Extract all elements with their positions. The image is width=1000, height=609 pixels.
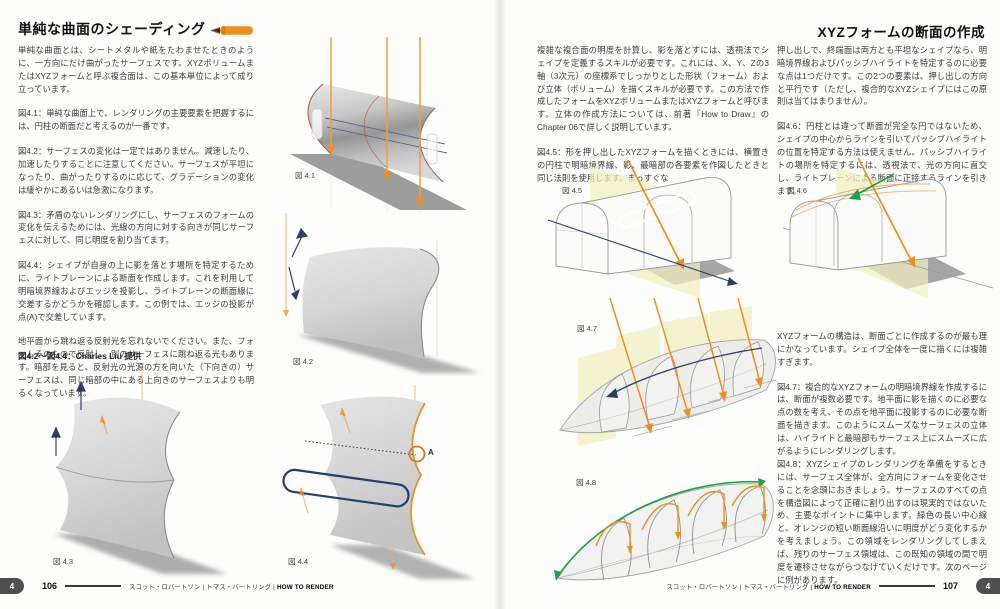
curved-sheet: [308, 84, 443, 182]
surface-direction-arrows: [51, 380, 86, 456]
light-ray-arrow: [857, 158, 913, 263]
figure-4-1-label: 図 4.1: [295, 171, 316, 180]
figure-4-3-label: 図 4.3: [53, 557, 74, 566]
passive-highlight-arrow: [855, 173, 895, 196]
footer-rule: [878, 585, 935, 587]
right-page-title: XYZフォームの断面の作成: [817, 25, 985, 40]
chapter-tab: 4: [0, 578, 24, 594]
right-column-2: 押し出しで、終端面は両方とも平坦なシェイプなら、明暗境界線およびパッシブハイライ…: [777, 44, 987, 209]
ground-shadow: [54, 534, 227, 574]
terminator-edge: [410, 402, 426, 556]
footer-credit: スコット・ロバートソン | トマス・バートリング | HOW TO RENDER: [666, 583, 871, 591]
paragraph: 単純な曲面とは、シートメタルや紙をたわませたときのように、一方向にだけ曲がったサ…: [18, 45, 254, 94]
paragraph-fig47: 図4.7：複合的なXYZフォームの明暗境界線を作成するには、断面が複数必要です。…: [777, 381, 987, 456]
paragraph-fig44: 図4.4：シェイプが自身の上に影を落とす場所を特定するために、ライトプレーンによ…: [18, 260, 254, 322]
paragraph: 複雑な複合面の明度を計算し、影を落とすには、透視法でシェイプを定義するスキルが必…: [537, 45, 769, 133]
page-number: 107: [942, 581, 958, 591]
value-band-pill: [282, 468, 410, 508]
surface-direction-arrows: [288, 227, 309, 301]
figure-4-7-label: 図 4.7: [577, 324, 598, 333]
paragraph-fig41: 図4.1：単純な曲面上で、レンダリングの主要要素を把握するには、円柱の断面だと考…: [18, 108, 254, 132]
paragraph: XYZフォームの構造は、断面ごとに作成するのが最も理にかなっています。シェイプ全…: [777, 331, 987, 367]
figure-4-1-illustration: [290, 37, 467, 214]
centerline-green: [557, 480, 763, 577]
figure-4-8-label: 図 4.8: [576, 478, 597, 487]
paragraph: 押し出しで、終端面は両方とも平坦なシェイプなら、明暗境界線およびパッシブハイライ…: [777, 45, 987, 107]
point-a-label: A: [428, 448, 434, 457]
light-ray-arrows: [609, 298, 761, 429]
figure-4-2-illustration: [283, 213, 480, 373]
paragraph-fig48: 図4.8：XYZシェイプのレンダリングを準備をするときには、サーフェス全体が、全…: [777, 459, 987, 585]
hull-form: [559, 339, 776, 434]
footer-rule: [65, 585, 122, 587]
figure-4-8-illustration: [554, 478, 774, 581]
point-a-circle: [408, 445, 426, 463]
light-arrows: [330, 37, 421, 198]
chapter-tab: 4: [976, 578, 1000, 594]
figure-4-4-illustration: [282, 385, 475, 579]
light-ray-arrow: [627, 159, 682, 265]
figure-4-7-illustration: [559, 298, 777, 446]
figure-4-5-label: 図 4.5: [562, 186, 583, 195]
right-column-bottom: 図4.8：XYZシェイプのレンダリングを準備をするときには、サーフェス全体が、全…: [777, 458, 987, 599]
figure-4-4-label: 図 4.4: [288, 557, 309, 566]
figure-4-6-illustration: [782, 158, 994, 298]
page-number: 106: [42, 581, 58, 591]
figure-credit: 図4.2～図4.4：Charles Liu 提供: [18, 351, 142, 361]
paragraph-reflected-light: 地平面から跳ね返る反射光を忘れないでください。また、フォームそのもので反射し、別…: [18, 336, 254, 398]
figure-4-3-illustration: [51, 372, 227, 574]
paragraph-fig43: 図4.3：矛盾のないレンダリングにし、サーフェスのフォームの変化を伝えるためには…: [18, 209, 254, 246]
section-orange-arcs: [595, 485, 765, 548]
xyz-form: [555, 176, 732, 275]
figure-4-5-illustration: [547, 159, 738, 298]
centerline-arrow: [611, 347, 763, 395]
right-page-footer: スコット・ロバートソン | トマス・バートリング | HOW TO RENDER…: [666, 577, 1000, 595]
paragraph-fig46: 図4.6：円柱とは違って断面が完全な円ではないため、シェイプの中心からラインを引…: [777, 121, 987, 196]
xyz-form: [789, 178, 947, 271]
ground-shadow: [290, 154, 467, 210]
left-text-column: 単純な曲面とは、シートメタルや紙をたわませたときのように、一方向にだけ曲がったサ…: [18, 44, 254, 412]
hull-wireframe: [557, 483, 774, 581]
figure-4-6-label: 図 4.6: [787, 186, 808, 195]
paragraph-fig42: 図4.2：サーフェスの変化は一定ではありません。減速したり、加速したりすることに…: [18, 146, 254, 195]
left-page-footer: 4 106 スコット・ロバートソン | トマス・バートリング | HOW TO …: [0, 577, 334, 595]
right-column-mid: XYZフォームの構造は、断面ごとに作成するのが最も理にかなっています。シェイプ全…: [777, 330, 987, 470]
page-gutter: [494, 0, 506, 609]
shadow-cast-dotted-line: [304, 440, 417, 456]
left-page-title: 単純な曲面のシェーディング: [18, 21, 206, 37]
ground-shadow: [297, 335, 480, 373]
ground-direction-line: [547, 219, 733, 283]
ground-shadow: [330, 545, 475, 579]
footer-credit: スコット・ロバートソン | トマス・バートリング | HOW TO RENDER: [129, 583, 334, 591]
pencil-icon: [210, 26, 253, 35]
figure-4-2-label: 図 4.2: [293, 357, 314, 366]
